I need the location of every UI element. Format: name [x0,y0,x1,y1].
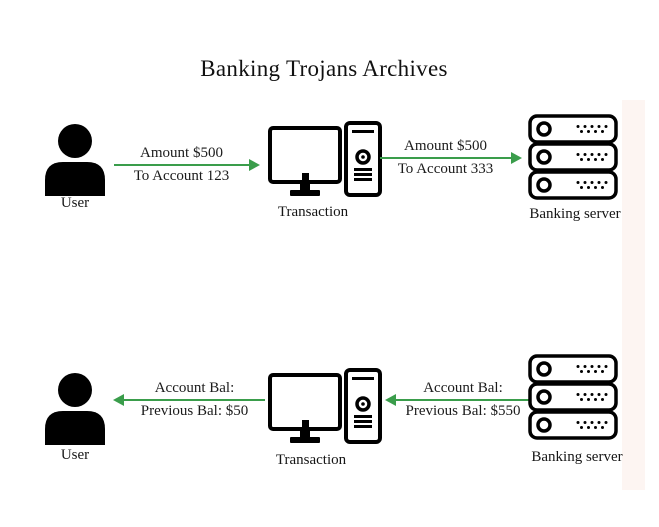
arrow-label-bottom: Previous Bal: $50 [140,403,249,419]
banking-server-label: Banking server [531,449,623,465]
arrow-user-to-transaction: Amount $500 To Account 123 [114,145,260,185]
user-label: User [60,195,90,211]
arrow-line [385,394,530,406]
arrow-line [113,394,265,406]
arrow-line [114,159,260,171]
arrow-label-bottom: To Account 123 [133,168,230,184]
arrow-line [380,152,522,164]
user-label: User [60,447,90,463]
banking-server-label: Banking server [529,206,621,222]
arrow-left-icon [113,394,124,406]
arrow-left-icon [385,394,396,406]
page-title: Banking Trojans Archives [200,56,448,81]
right-edge-strip [622,100,645,490]
transaction-computer-icon [268,121,382,197]
arrow-label-bottom: To Account 333 [397,161,494,177]
arrow-right-icon [249,159,260,171]
arrow-label-top: Amount $500 [140,145,223,161]
user-icon [45,373,105,445]
user-icon [45,124,105,196]
arrow-label-bottom: Previous Bal: $550 [405,403,521,419]
arrow-server-to-transaction: Account Bal: Previous Bal: $550 [385,380,530,420]
banking-server-icon [528,354,618,440]
transaction-computer-icon [268,368,382,444]
transaction-label: Transaction [277,204,349,220]
arrow-transaction-to-server: Amount $500 To Account 333 [380,138,522,178]
arrow-transaction-to-user: Account Bal: Previous Bal: $50 [113,380,265,420]
arrow-label-top: Amount $500 [404,138,487,154]
transaction-label: Transaction [275,452,347,468]
arrow-label-top: Account Bal: [154,380,235,396]
banking-server-icon [528,114,618,200]
arrow-right-icon [511,152,522,164]
arrow-label-top: Account Bal: [423,380,503,396]
